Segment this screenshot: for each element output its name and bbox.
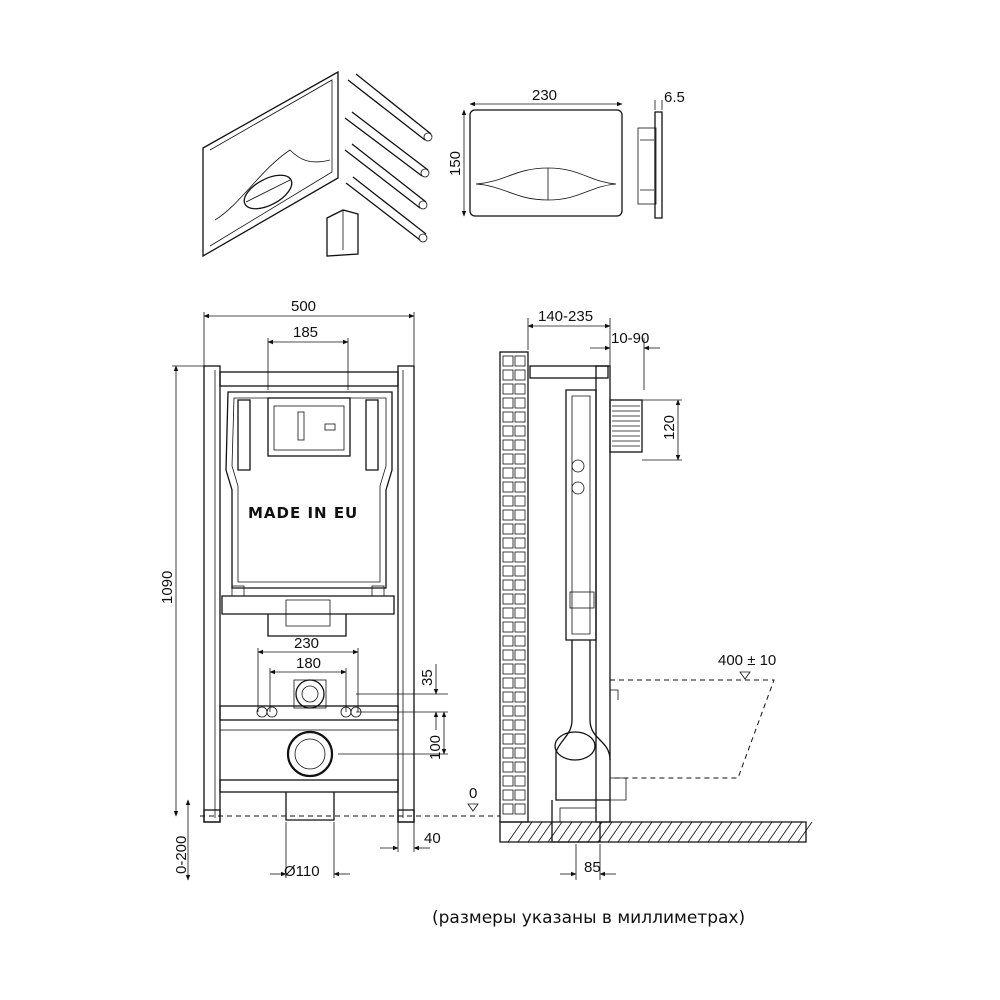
flush-plate-front (461, 101, 623, 217)
made-in-eu-stamp: MADE IN EU (248, 504, 358, 522)
dim-height-100: 100 (427, 735, 444, 760)
dim-inlet-height: 120 (661, 415, 678, 440)
dim-bolt-inner: 180 (296, 655, 321, 672)
dim-plate-width: 230 (532, 87, 557, 104)
dim-bowl-height: 400 ± 10 (718, 652, 776, 669)
dim-drain-offset: 85 (584, 859, 601, 876)
dim-zero-level: 0 (469, 785, 477, 802)
dim-frame-adjust: 0-200 (173, 836, 190, 874)
inlet-hatching (612, 405, 640, 447)
dim-foot-width: 40 (424, 830, 441, 847)
brick-wall-pattern (502, 355, 526, 815)
frame-front-view (172, 312, 500, 881)
units-note: (размеры указаны в миллиметрах) (432, 908, 745, 928)
dim-plate-mount-width: 185 (293, 324, 318, 341)
dim-install-depth: 140-235 (538, 308, 593, 325)
dim-plate-height: 150 (447, 151, 464, 176)
instruction-booklet (326, 209, 359, 257)
floor-hatching (507, 821, 813, 843)
dim-drain-diameter: Ø110 (284, 863, 320, 880)
mounting-rods (344, 73, 433, 243)
dim-bolt-outer: 230 (294, 635, 319, 652)
dim-plate-depth: 6.5 (664, 89, 685, 106)
frame-side-view (467, 318, 813, 880)
flush-plate-side (637, 100, 663, 219)
flush-plate-perspective (202, 70, 339, 258)
dim-frame-height: 1090 (159, 571, 176, 604)
dim-height-35: 35 (419, 669, 436, 686)
dim-wall-offset: 10-90 (611, 330, 649, 347)
dim-frame-width: 500 (291, 298, 316, 315)
